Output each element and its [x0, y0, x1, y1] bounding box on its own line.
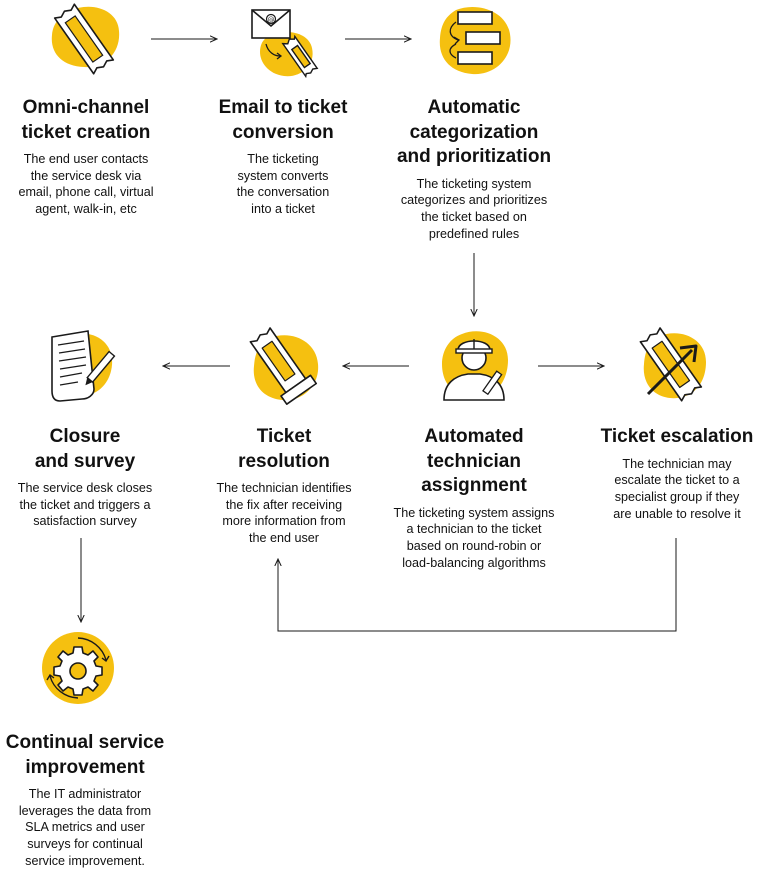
title-line: Automatic	[427, 97, 521, 118]
title-line: Omni-channel	[22, 97, 150, 118]
categorize-icon	[432, 2, 516, 78]
title-line: technician	[427, 450, 521, 472]
title-line: and survey	[34, 450, 136, 472]
gear-icon	[40, 630, 116, 706]
step-title: Automatic categorization and prioritizat…	[380, 96, 568, 170]
step-title: Continual service improvement	[0, 731, 170, 780]
step-title: Closure and survey	[0, 425, 170, 474]
title-line: assignment	[421, 475, 527, 496]
step-technician-assignment: Automated technician assignment The tick…	[378, 425, 570, 571]
step-email-conversion: Email to ticket conversion The ticketing…	[197, 96, 369, 218]
step-ticket-creation: Omni-channel ticket creation The end use…	[0, 96, 172, 218]
ticket-icon	[44, 3, 124, 75]
title-line: Ticket escalation	[600, 426, 754, 447]
step-title: Ticket escalation	[590, 425, 764, 450]
step-title: Ticket resolution	[196, 425, 372, 474]
title-line: conversion	[232, 121, 334, 143]
svg-text:@: @	[268, 16, 275, 24]
title-line: and prioritization	[396, 146, 552, 167]
title-line: categorization	[409, 121, 539, 143]
title-line: Continual service	[5, 732, 165, 753]
step-closure-survey: Closure and survey The service desk clos…	[0, 425, 170, 530]
escalation-icon	[634, 326, 714, 406]
step-resolution: Ticket resolution The technician identif…	[196, 425, 372, 547]
step-title: Email to ticket conversion	[197, 96, 369, 145]
step-title: Omni-channel ticket creation	[0, 96, 172, 145]
arrow-escalation-back-to-resolution	[278, 538, 677, 632]
step-continual-improvement: Continual service improvement The IT adm…	[0, 731, 170, 870]
technician-icon	[434, 326, 514, 406]
step-title: Automated technician assignment	[378, 425, 570, 499]
title-line: resolution	[238, 450, 330, 472]
step-categorization: Automatic categorization and prioritizat…	[380, 96, 568, 242]
title-line: Ticket	[256, 426, 312, 447]
title-line: improvement	[25, 756, 145, 778]
title-line: Email to ticket	[218, 97, 348, 118]
title-line: ticket creation	[21, 121, 151, 143]
title-line: Automated	[424, 426, 524, 447]
title-line: Closure	[49, 426, 121, 447]
resolution-icon	[240, 326, 324, 406]
email-to-ticket-icon: @	[246, 4, 322, 80]
survey-icon	[42, 327, 118, 405]
